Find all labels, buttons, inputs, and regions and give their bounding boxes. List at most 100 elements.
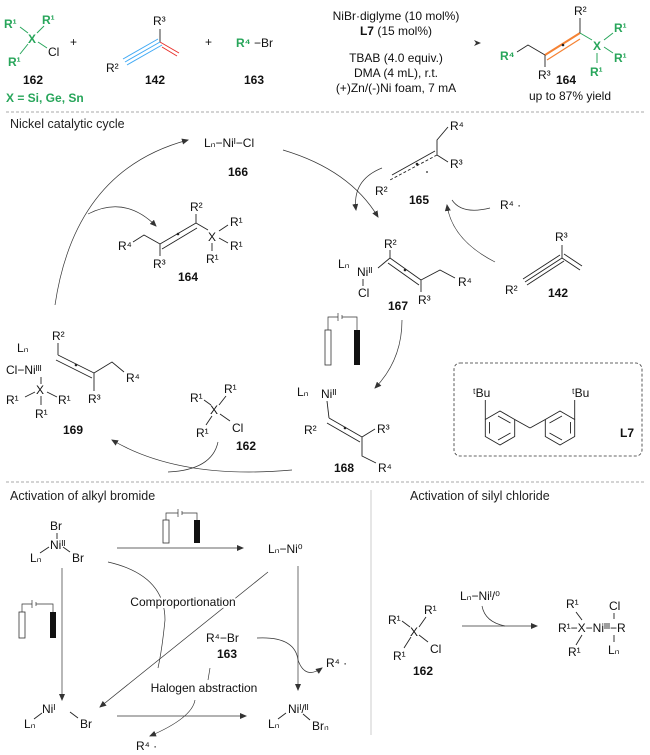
bond-line [19, 26, 29, 34]
curved-arrow [36, 603, 54, 612]
alkyl-radical: R⁴ · [136, 739, 157, 753]
curved-arrow [451, 199, 491, 211]
bond-line [24, 391, 36, 398]
atom: R¹ [6, 393, 19, 407]
bond-line [420, 269, 456, 281]
alkyl-radical: R⁴ · [326, 656, 347, 670]
bond-line [69, 711, 79, 719]
atom: R² [106, 61, 119, 75]
bond-line [524, 257, 563, 283]
atom: R² [574, 4, 587, 18]
plus-sign: + [205, 35, 212, 49]
bond-line [33, 712, 43, 720]
bond-line [436, 126, 449, 163]
section-title: Activation of alkyl bromide [10, 489, 155, 503]
bond-line [161, 46, 178, 57]
atom: R² [304, 423, 317, 437]
atom: Lₙ [268, 717, 280, 731]
atom: R¹ [224, 382, 237, 396]
bond-line [497, 415, 511, 424]
curved-arrow [167, 441, 219, 473]
bond-line [361, 428, 376, 438]
atom: Lₙ [608, 643, 620, 657]
bond-line [563, 253, 583, 267]
bond-line [18, 611, 26, 639]
compound-label: 142 [145, 73, 165, 87]
atom: Niᴵᴵ [321, 387, 336, 401]
atom: R⁴ [458, 275, 472, 289]
bond-line [579, 32, 593, 41]
tbu-group: ᵗBu [572, 386, 589, 400]
atom: R¹ [190, 391, 203, 405]
species-ni2-dibromide: Br Niᴵᴵ Lₙ Br [30, 519, 84, 565]
atom: Br [72, 551, 84, 565]
atom: X [208, 230, 216, 244]
atom: R⁴ [118, 239, 132, 253]
bond-line [403, 636, 412, 649]
curved-arrow [342, 316, 358, 330]
bond-line [218, 237, 229, 244]
atom: Niᴵᴵ [50, 538, 65, 552]
bond-line [575, 634, 583, 646]
reactant-142: R³ R² 142 [106, 14, 180, 87]
atom: R³ [555, 230, 568, 244]
curved-arrow [374, 319, 403, 389]
bond-line [575, 611, 583, 621]
reactant-163: R⁴ −Br 163 [236, 36, 273, 87]
bond-line [516, 44, 546, 56]
atom: Lₙ [17, 341, 29, 355]
atom: Cl [609, 599, 620, 613]
atom: R¹ [388, 613, 401, 627]
bond-line [389, 154, 438, 181]
bond-line [549, 432, 563, 441]
reaction-conditions: NiBr·diglyme (10 mol%) L7 (15 mol%) TBAB… [333, 9, 460, 95]
curved-arrow [207, 667, 211, 681]
compound-label: 167 [388, 299, 408, 313]
atom: R¹ [58, 393, 71, 407]
reagent-162-cycle: R¹ R¹ X Cl R¹ 162 [190, 382, 256, 453]
atom: R¹ [568, 645, 581, 659]
atom: Lₙ [24, 717, 36, 731]
curved-arrow [444, 204, 496, 263]
atom: Cl−Niᴵᴵᴵ [6, 363, 42, 377]
catalyst-arrow [481, 605, 506, 627]
catalyst-species: Lₙ−Niᴵ/⁰ [460, 589, 500, 603]
curved-arrow [54, 138, 189, 306]
halogen-abstraction-label: Halogen abstraction [151, 681, 258, 695]
species-167: Lₙ Niᴵᴵ Cl R² R⁴ R³ 167 [338, 237, 472, 313]
species-168: Lₙ Niᴵᴵ R² R³ R⁴ 168 [297, 385, 392, 475]
bond-line [159, 41, 180, 54]
compound-label: 164 [556, 73, 576, 87]
bond-line [401, 620, 411, 628]
bond-line [126, 44, 163, 66]
atom: R¹ [614, 51, 627, 65]
bond-line [39, 546, 50, 554]
electrolysis-cell-icon [324, 313, 360, 366]
atom: X [28, 32, 36, 46]
cycle-arrows [54, 138, 496, 473]
atom: R¹ [4, 17, 17, 31]
bond-line [203, 399, 212, 406]
alkyl-bromide: R⁴−Br [206, 631, 239, 645]
bond-line [302, 713, 311, 721]
atom: R¹ [196, 426, 209, 440]
reagent-162-silyl: R¹ R¹ X Cl R¹ 162 [388, 603, 441, 678]
bond-line [218, 395, 227, 406]
ligand-name: L7 [360, 24, 374, 38]
bond-line [195, 222, 209, 231]
bond-line [37, 41, 48, 49]
condition-electrodes: (+)Zn/(-)Ni foam, 7 mA [336, 81, 456, 95]
atom: R¹−X−Niᴵᴵᴵ−R [558, 621, 626, 635]
atom: R¹ [424, 603, 437, 617]
comproportionation-arrow [99, 571, 269, 708]
comproportionation-curve [107, 561, 166, 669]
bond-line [50, 612, 56, 638]
atom: Niᴵ/ᴵᴵ [288, 702, 309, 716]
bond-line [514, 419, 531, 429]
atom: R⁴ [236, 36, 251, 50]
bond-line [391, 150, 436, 176]
atom: R¹ [566, 597, 579, 611]
atom: R¹ [35, 407, 48, 421]
bond-line [377, 257, 391, 269]
